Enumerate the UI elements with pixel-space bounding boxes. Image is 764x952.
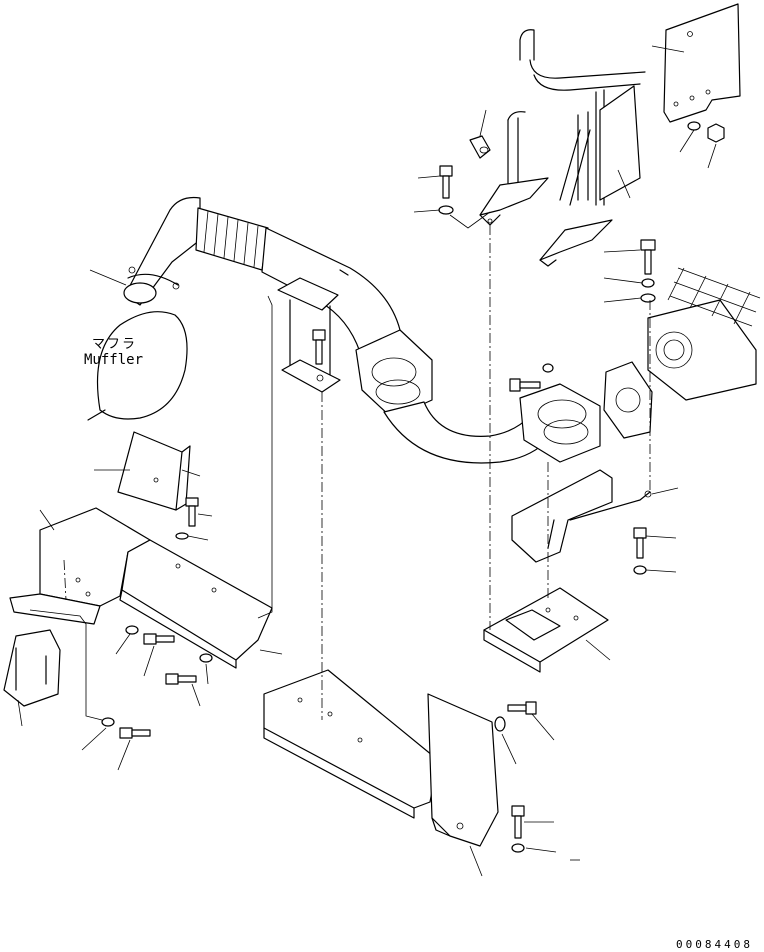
bolt	[143, 633, 175, 645]
exhaust-joint-clamp	[355, 329, 433, 419]
mounting-bracket-lower	[483, 587, 609, 673]
washer	[542, 363, 554, 373]
bolt	[165, 673, 197, 685]
turbo-outlet-box	[647, 267, 761, 401]
gasket	[603, 361, 653, 439]
washer	[640, 278, 656, 303]
rail-base-bracket	[479, 177, 549, 226]
bolt	[509, 378, 541, 392]
nut	[707, 123, 725, 143]
muffler	[87, 311, 188, 421]
rear-guard-plate	[427, 693, 499, 847]
pipe-clamp-muffler	[127, 266, 180, 290]
muffler-label-japanese: マフラ	[92, 337, 138, 352]
bolt	[119, 727, 151, 739]
flex-bellows	[195, 207, 269, 271]
under-cover-left	[9, 507, 151, 625]
washer	[687, 121, 701, 131]
rail-foot-bracket	[539, 219, 613, 267]
washer	[199, 653, 213, 663]
heat-shield-cover	[117, 431, 191, 511]
side-plate	[599, 85, 641, 201]
pipe-support-bracket	[277, 277, 341, 393]
washer	[101, 717, 115, 727]
washer	[494, 716, 506, 732]
bolt	[511, 805, 525, 839]
side-cover-panel	[119, 539, 273, 669]
drawing-number: 00084408	[676, 938, 753, 951]
bolt	[439, 165, 453, 199]
assembly-center-lines	[63, 225, 651, 720]
washer	[125, 625, 139, 635]
clamp-clip	[469, 135, 491, 159]
washer	[511, 843, 525, 853]
muffler-outlet-pipe	[123, 196, 201, 306]
connector-lines	[29, 211, 491, 721]
bolt	[507, 701, 537, 715]
exhaust-joint-clamp	[519, 383, 601, 463]
muffler-label-english: Muffler	[84, 352, 144, 368]
bolt	[640, 239, 656, 275]
washer	[438, 205, 454, 215]
bolt	[185, 497, 199, 527]
guard-plate-upper-right	[663, 3, 741, 123]
bolt	[312, 329, 326, 365]
washer	[175, 532, 189, 540]
leader-lines	[17, 45, 717, 877]
bottom-cover-plate	[263, 669, 439, 819]
small-bracket-left	[3, 629, 61, 707]
support-bracket-right	[511, 469, 652, 563]
bolt	[633, 527, 647, 559]
washer	[633, 565, 647, 575]
